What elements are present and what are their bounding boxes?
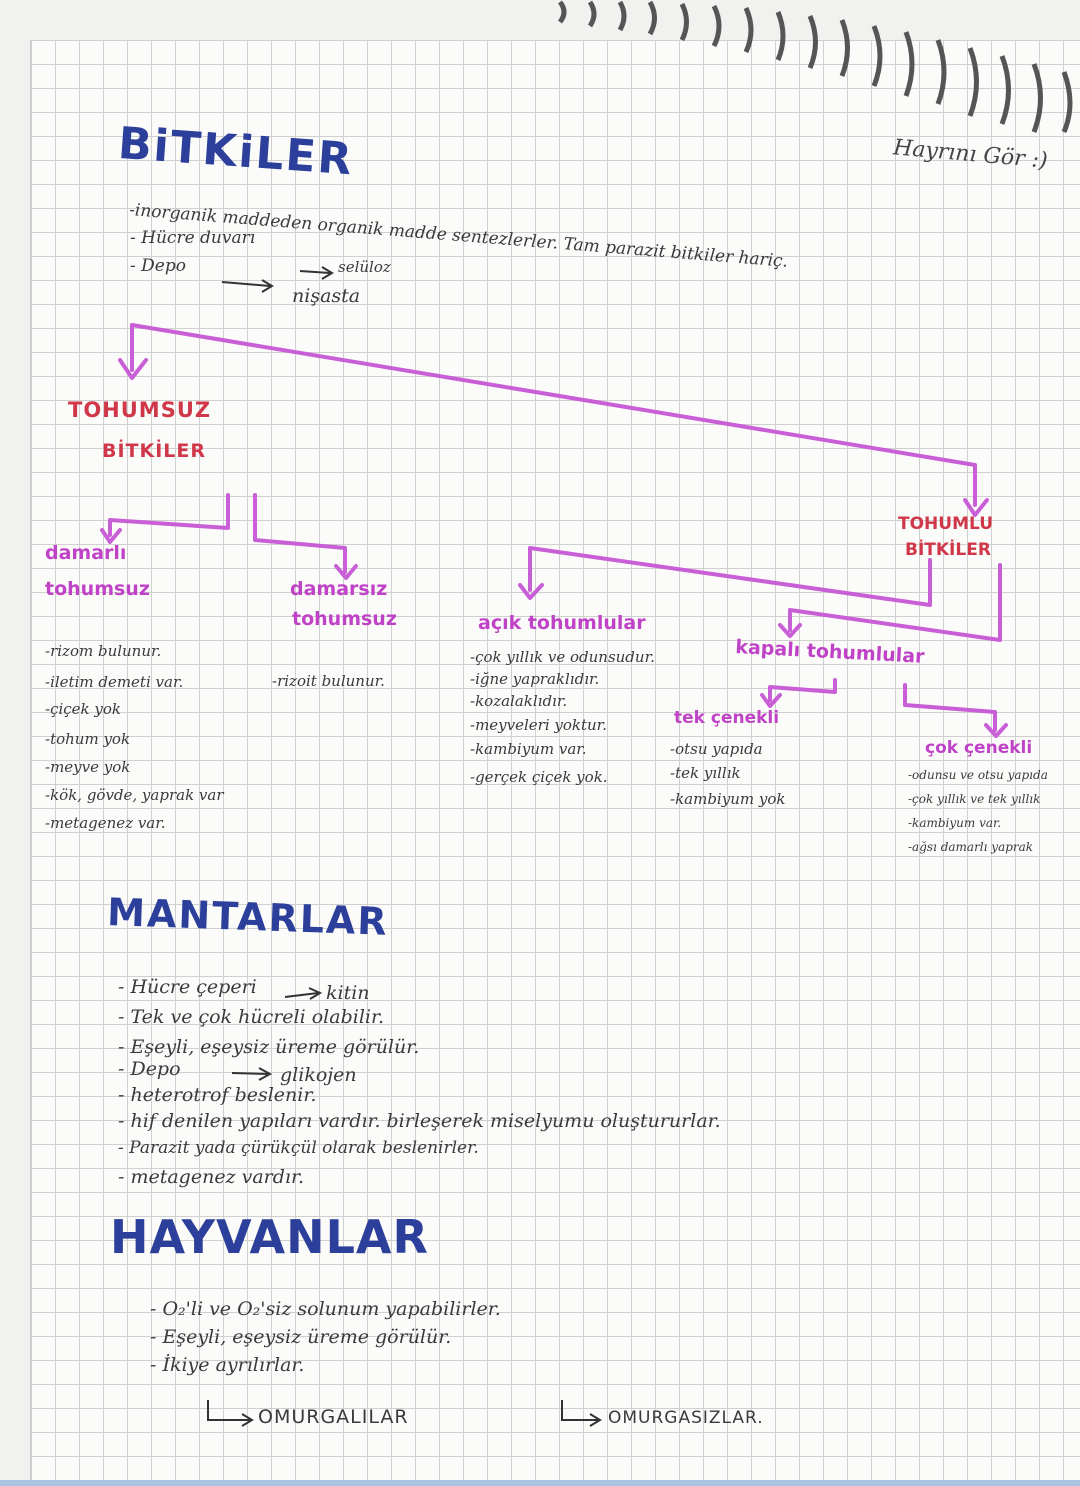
spiral-ring — [679, 2, 689, 42]
spiral-ring — [743, 6, 754, 54]
list-item: - Eşeyli, eşeysiz üreme görülür. — [150, 1326, 452, 1348]
list-item: - Parazit yada çürükçül olarak beslenirl… — [118, 1138, 479, 1158]
list-item-value: glikojen — [280, 1064, 357, 1086]
spiral-ring — [871, 25, 883, 87]
spiral-binding — [557, 0, 1073, 133]
list-item: -tohum yok — [45, 730, 131, 748]
list-item: - Eşeyli, eşeysiz üreme görülür. — [118, 1036, 420, 1058]
bottom-strip — [0, 1480, 1080, 1486]
list-item: -rizom bulunur. — [45, 642, 162, 660]
damarli-title-2: tohumsuz — [45, 578, 150, 600]
list-item: - O₂'li ve O₂'siz solunum yapabilirler. — [150, 1298, 501, 1320]
list-item: -çok yıllık ve tek yıllık — [908, 792, 1041, 806]
tek-cenekli-title: tek çenekli — [674, 708, 780, 728]
tohumsuz-title-1: TOHUMSUZ — [68, 398, 212, 422]
grid-paper — [30, 40, 1080, 1480]
list-item: -meyve yok — [45, 758, 131, 776]
list-item: - Tek ve çok hücreli olabilir. — [118, 1006, 385, 1028]
list-item: -ağsı damarlı yaprak — [908, 840, 1034, 854]
spiral-ring — [587, 0, 597, 28]
list-item: - hif denilen yapıları vardır. birleşere… — [118, 1110, 721, 1132]
spiral-ring — [1061, 71, 1073, 133]
list-item: - metagenez vardır. — [118, 1166, 305, 1188]
list-item: -kozalaklıdır. — [470, 692, 568, 710]
branch-omurgalilar: OMURGALILAR — [258, 1406, 409, 1428]
list-item-value: kitin — [326, 982, 370, 1004]
list-item: -meyveleri yoktur. — [470, 716, 607, 734]
list-item: -otsu yapıda — [670, 740, 763, 758]
list-item: -kambiyum yok — [670, 790, 786, 808]
list-item: -gerçek çiçek yok. — [470, 768, 608, 786]
spiral-ring — [999, 55, 1011, 125]
list-item: -tek yıllık — [670, 764, 741, 782]
spiral-ring — [647, 0, 657, 36]
bitkiler-line-3-value: nişasta — [292, 285, 361, 307]
spiral-ring — [557, 0, 567, 24]
spiral-ring — [1031, 63, 1043, 133]
list-item: -kök, gövde, yaprak var — [45, 786, 224, 804]
list-item: - Depo — [118, 1058, 181, 1080]
spiral-ring — [967, 47, 979, 117]
spiral-ring — [775, 11, 786, 61]
list-item: - İkiye ayrılırlar. — [150, 1354, 305, 1376]
cok-cenekli-title: çok çenekli — [925, 738, 1033, 758]
spiral-ring — [617, 0, 627, 32]
section-title-hayvanlar: HAYVANLAR — [110, 1210, 429, 1264]
tohumlu-title-2: BİTKİLER — [905, 540, 991, 560]
list-item: -çiçek yok — [45, 700, 121, 718]
branch-omurgasizlar: OMURGASIZLAR. — [608, 1408, 764, 1428]
list-item: -iletim demeti var. — [45, 673, 184, 691]
damarli-title-1: damarlı — [45, 542, 127, 564]
spiral-ring — [711, 4, 722, 48]
tohumlu-title-1: TOHUMLU — [898, 514, 994, 534]
tohumsuz-title-2: BİTKİLER — [102, 440, 207, 462]
bitkiler-line-2-value: selüloz — [338, 258, 391, 276]
list-item: -iğne yapraklıdır. — [470, 670, 600, 688]
list-item: -kambiyum var. — [470, 740, 587, 758]
spiral-ring — [935, 39, 947, 105]
list-item: - heterotrof beslenir. — [118, 1084, 317, 1106]
list-item: -çok yıllık ve odunsudur. — [470, 648, 655, 666]
bitkiler-line-3: - Depo — [130, 256, 186, 276]
spiral-ring — [903, 31, 915, 97]
list-item: - Hücre çeperi — [118, 976, 257, 998]
damarsiz-title-1: damarsız — [290, 578, 388, 600]
list-item: -kambiyum var. — [908, 816, 1002, 830]
acik-title: açık tohumlular — [478, 612, 646, 634]
spiral-ring — [839, 19, 850, 77]
bitkiler-line-2: - Hücre duvarı — [130, 228, 256, 248]
list-item: -metagenez var. — [45, 814, 166, 832]
damarsiz-item: -rizoit bulunur. — [272, 672, 385, 690]
list-item: -odunsu ve otsu yapıda — [908, 768, 1048, 782]
damarsiz-title-2: tohumsuz — [292, 608, 397, 630]
spiral-ring — [807, 15, 818, 69]
